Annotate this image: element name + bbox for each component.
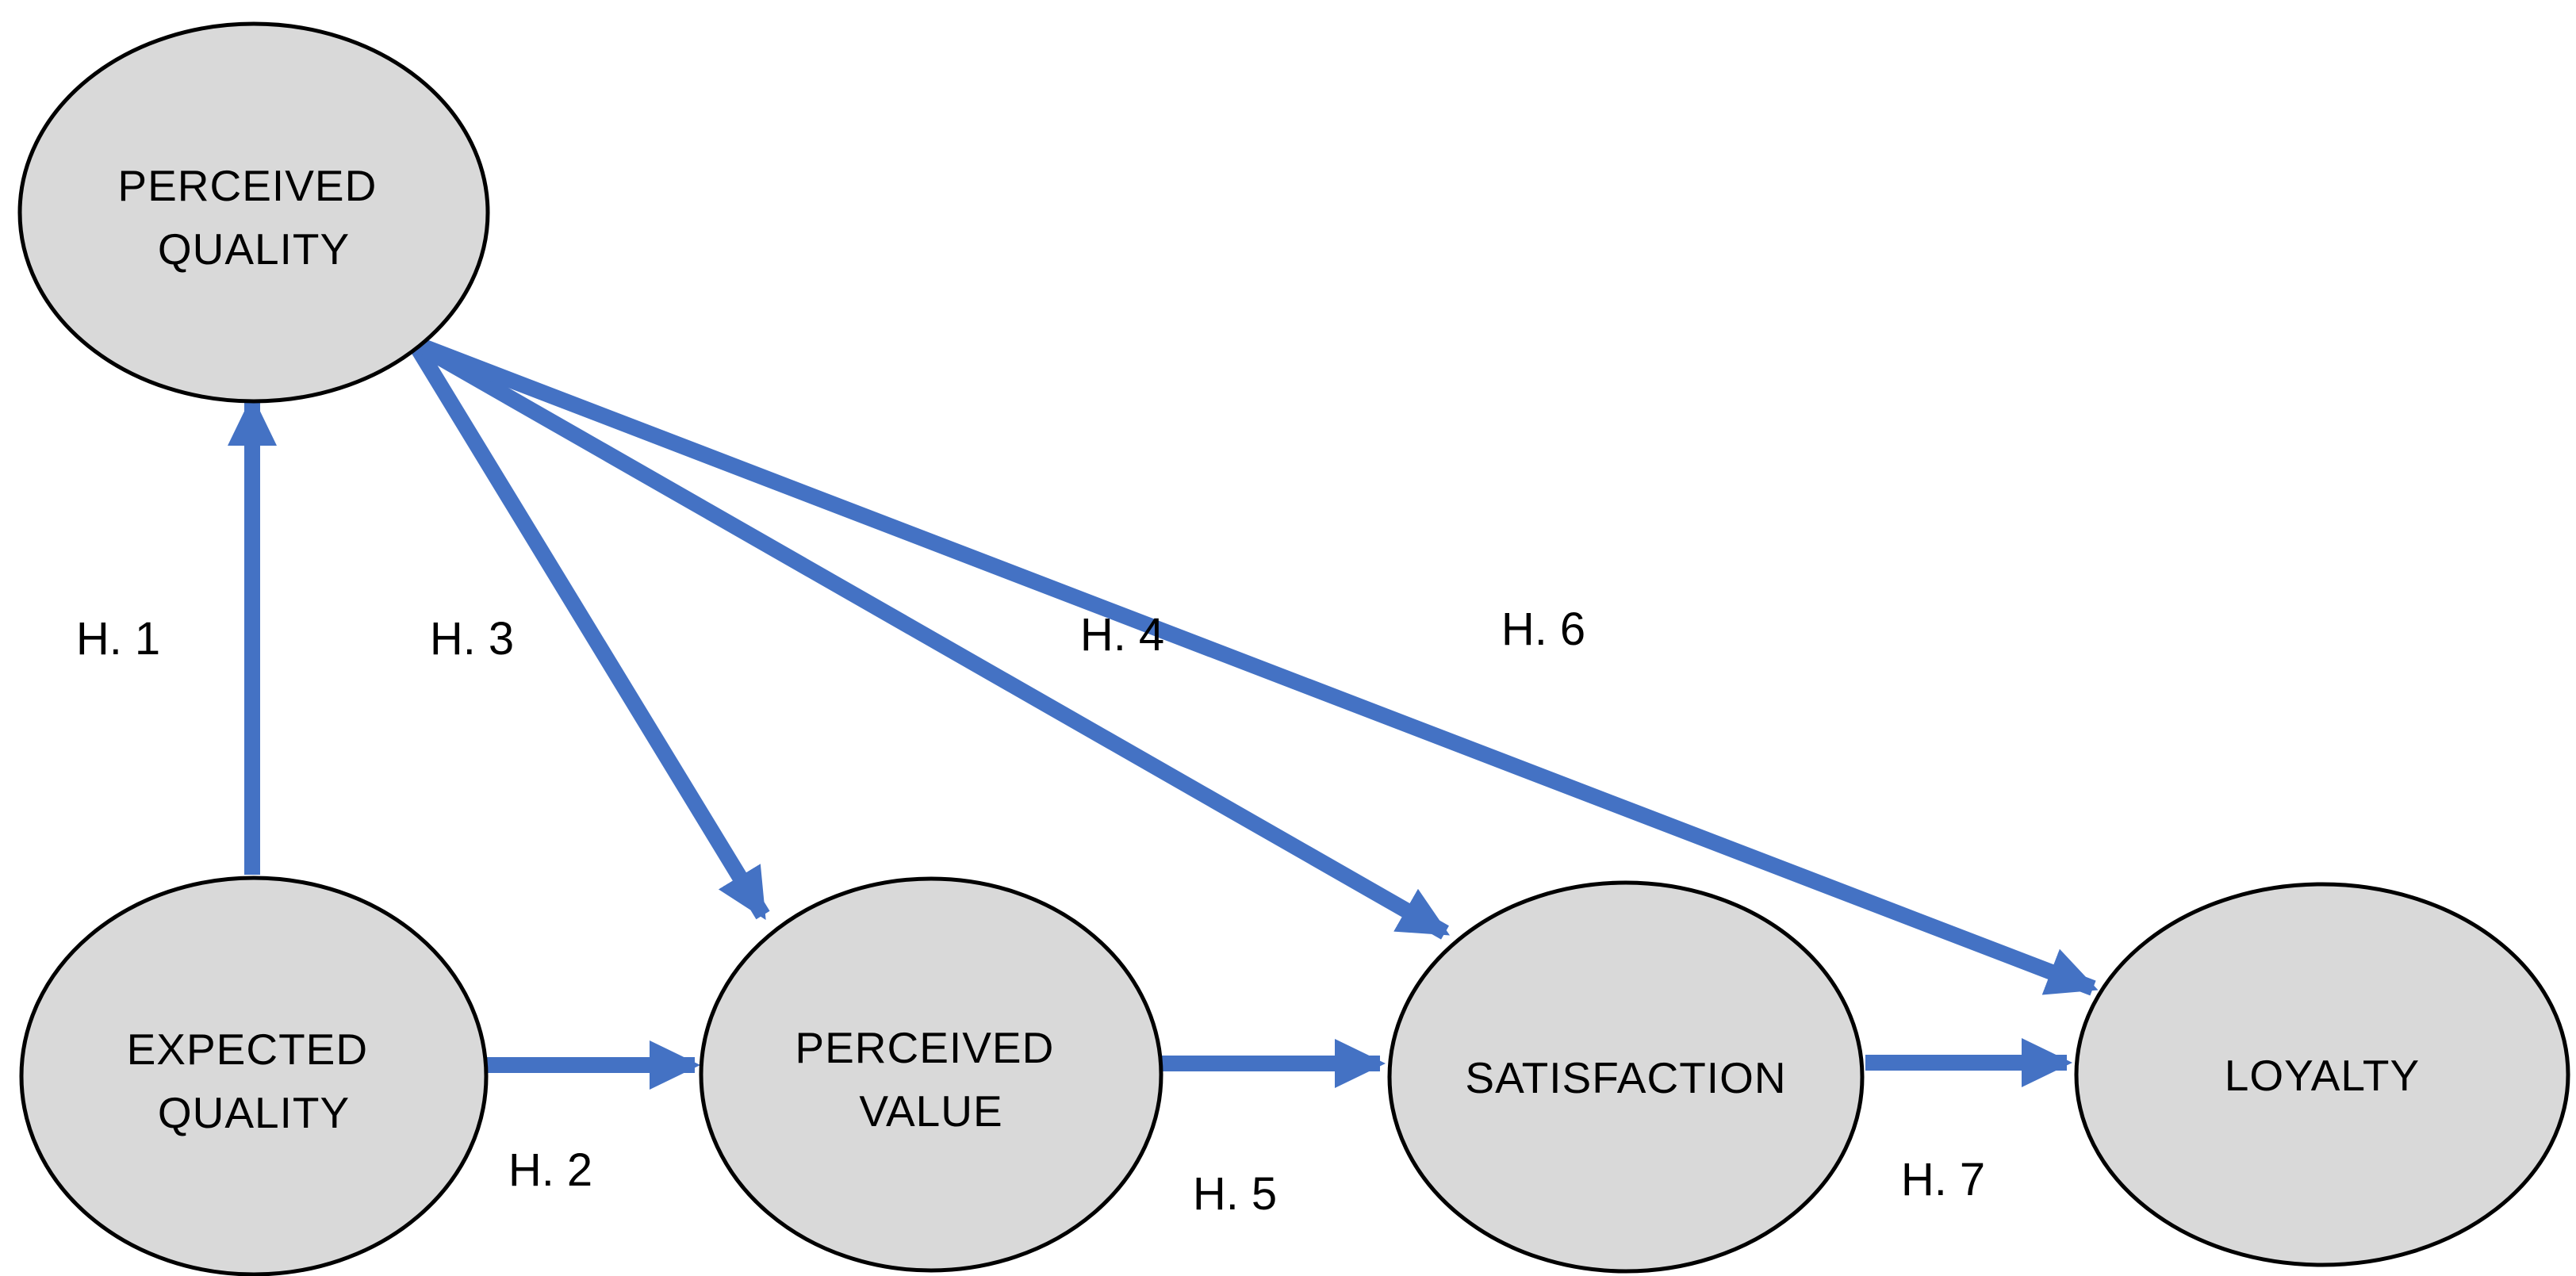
node-perceived-quality: PERCEIVED QUALITY bbox=[17, 21, 490, 404]
node-label-line: SATISFACTION bbox=[1465, 1053, 1786, 1102]
nodes-layer: PERCEIVED QUALITY EXPECTED QUALITY PERCE… bbox=[17, 21, 2570, 1276]
node-perceived-value-shape bbox=[699, 876, 1163, 1273]
node-expected-quality-shape bbox=[19, 876, 489, 1276]
node-label-line: QUALITY bbox=[158, 224, 350, 274]
edge-h5-label: H. 5 bbox=[1193, 1168, 1277, 1220]
node-label-line: QUALITY bbox=[158, 1088, 350, 1137]
edge-h4-label: H. 4 bbox=[1080, 609, 1164, 661]
node-loyalty-shape bbox=[2074, 882, 2570, 1267]
node-label-line: PERCEIVED bbox=[795, 1023, 1054, 1072]
edge-h7-label: H. 7 bbox=[1901, 1154, 1985, 1205]
edge-h6-label: H. 6 bbox=[1501, 604, 1585, 655]
edge-h3-arrow bbox=[408, 339, 770, 920]
edge-h1-label: H. 1 bbox=[76, 613, 160, 665]
edge-h3-label: H. 3 bbox=[430, 613, 514, 665]
node-perceived-quality-label: PERCEIVED QUALITY bbox=[117, 161, 389, 274]
node-satisfaction-label: SATISFACTION bbox=[1465, 1053, 1786, 1102]
edges-layer bbox=[228, 335, 2099, 1090]
node-label-line: EXPECTED bbox=[127, 1025, 368, 1074]
node-label-line: PERCEIVED bbox=[117, 161, 377, 210]
node-expected-quality: EXPECTED QUALITY bbox=[19, 876, 489, 1276]
node-satisfaction: SATISFACTION bbox=[1387, 880, 1865, 1274]
node-satisfaction-shape bbox=[1387, 880, 1865, 1274]
node-perceived-quality-shape bbox=[17, 21, 490, 404]
node-label-line: VALUE bbox=[859, 1086, 1002, 1136]
node-label-line: LOYALTY bbox=[2225, 1051, 2420, 1100]
node-expected-quality-label: EXPECTED QUALITY bbox=[127, 1025, 381, 1137]
node-loyalty-label: LOYALTY bbox=[2225, 1051, 2420, 1100]
edge-h4-arrow bbox=[411, 336, 1451, 940]
edge-h2-label: H. 2 bbox=[508, 1144, 592, 1196]
node-loyalty: LOYALTY bbox=[2074, 882, 2570, 1267]
edge-labels-layer: H. 1 H. 2 H. 3 H. 4 H. 5 H. 6 H. 7 bbox=[76, 604, 1985, 1220]
edge-h6-arrow bbox=[412, 335, 2099, 996]
node-perceived-value-label: PERCEIVED VALUE bbox=[795, 1023, 1067, 1136]
node-perceived-value: PERCEIVED VALUE bbox=[699, 876, 1163, 1273]
